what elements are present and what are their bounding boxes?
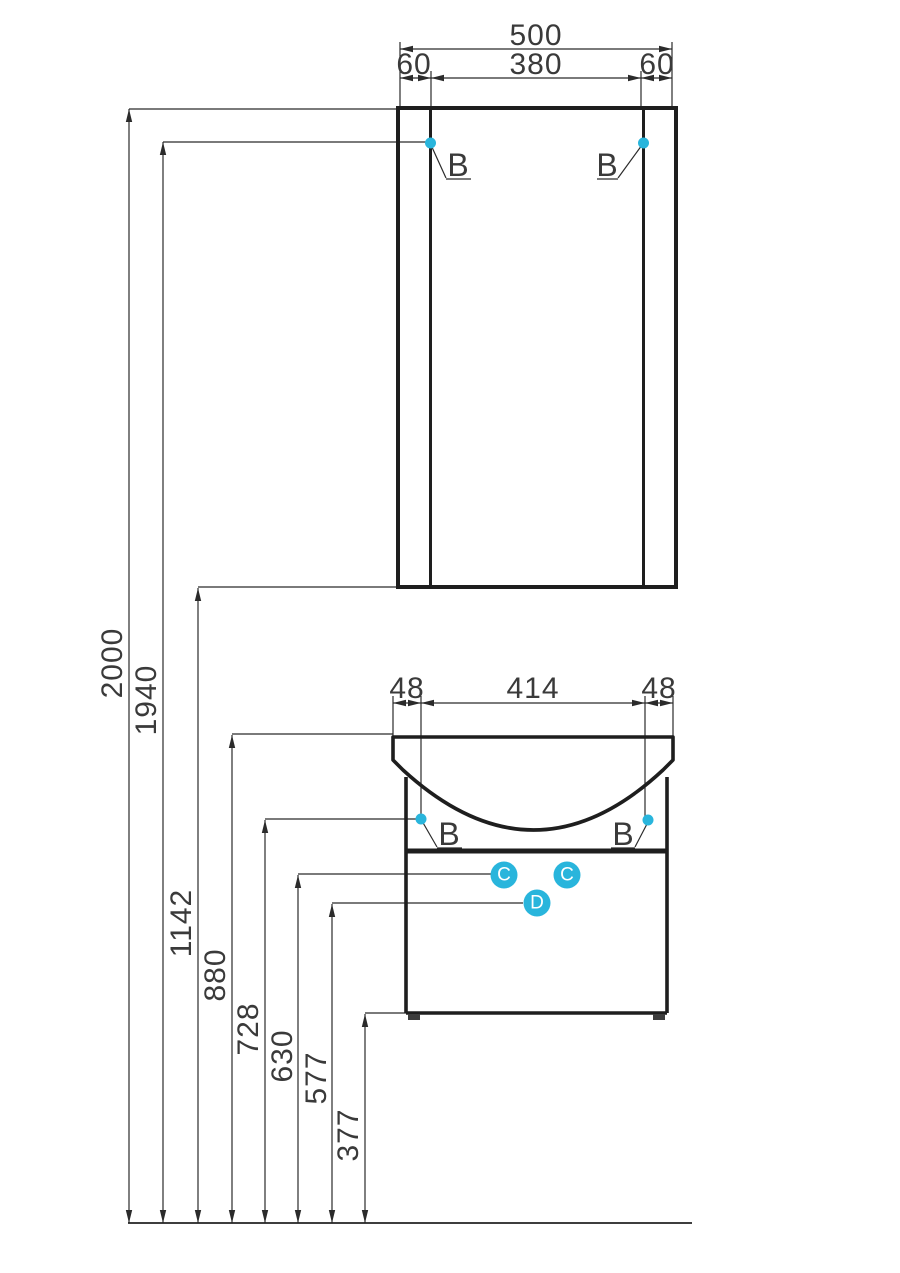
width-dimension-lines — [392, 42, 674, 817]
vanity-foot-left — [408, 1014, 420, 1020]
dim-label-728: 728 — [232, 1002, 265, 1055]
basin-extension-lines — [392, 696, 674, 817]
dim-line-1940 — [162, 141, 428, 1223]
dim-label-60-left: 60 — [396, 48, 431, 81]
label-b-mirror-left: B — [447, 147, 468, 183]
leader-b-basin-left — [421, 820, 462, 849]
dim-label-630: 630 — [266, 1029, 299, 1082]
mirror-cabinet-outline — [396, 106, 678, 589]
dim-label-2000: 2000 — [96, 628, 129, 699]
dim-line-630 — [297, 873, 491, 1223]
dim-line-2000 — [128, 108, 398, 1223]
label-b-basin-left: B — [438, 816, 459, 852]
up-arrowheads — [125, 109, 369, 1027]
marker-badges: C C D — [490, 861, 581, 917]
dim-label-380: 380 — [509, 48, 562, 81]
label-b-basin-right: B — [612, 816, 633, 852]
badge-d-circle — [523, 889, 551, 917]
dim-label-48-left: 48 — [389, 672, 424, 705]
fixing-dot-basin-left — [415, 813, 427, 825]
badge-d-label: D — [530, 893, 544, 914]
height-dimension-labels: 2000 1940 1142 880 728 630 577 377 — [96, 628, 365, 1162]
leader-b-mirror-left — [430, 144, 471, 180]
mirror-cabinet — [396, 106, 678, 589]
marker-leader-lines — [421, 144, 649, 849]
dim-label-1940: 1940 — [130, 665, 163, 736]
badge-c-right-circle — [553, 861, 581, 889]
washbasin-vanity — [391, 735, 675, 1020]
washbasin-outline — [391, 735, 675, 832]
dim-line-1142 — [197, 586, 398, 1223]
badge-c-left-circle — [490, 861, 518, 889]
dim-line-377 — [364, 1012, 406, 1223]
badge-c-left-label: C — [497, 865, 511, 886]
dim-label-1142: 1142 — [165, 889, 198, 958]
dim-label-48-right: 48 — [641, 672, 676, 705]
vanity-foot-right — [653, 1014, 665, 1020]
mirror-cabinet-side-panels — [429, 108, 645, 587]
dim-line-577 — [331, 902, 523, 1223]
fixing-dot-basin-right — [642, 814, 654, 826]
fixing-dot-mirror-left — [425, 137, 436, 149]
dim-label-880: 880 — [199, 948, 232, 1001]
fixing-dot-mirror-right — [638, 137, 649, 149]
down-arrowheads — [125, 1210, 369, 1223]
fixing-dots — [415, 137, 654, 826]
dim-label-577: 577 — [300, 1051, 333, 1104]
mirror-extension-lines — [399, 42, 673, 108]
badge-c-right-label: C — [560, 865, 574, 886]
width-dimension-labels: 500 60 380 60 48 414 48 — [389, 19, 676, 705]
dim-label-377: 377 — [332, 1108, 365, 1161]
leader-b-basin-right — [611, 821, 649, 849]
dim-line-880 — [231, 733, 393, 1223]
label-b-mirror-right: B — [596, 147, 617, 183]
dim-label-500: 500 — [509, 19, 562, 52]
leader-b-mirror-right — [597, 144, 643, 180]
height-dimension-lines — [128, 108, 523, 1223]
dim-label-414: 414 — [506, 672, 559, 705]
b-labels: B B B B — [438, 147, 633, 852]
dim-label-60-right: 60 — [639, 48, 674, 81]
dim-line-728 — [264, 818, 418, 1223]
vanity-cabinet-sides — [404, 777, 669, 1015]
